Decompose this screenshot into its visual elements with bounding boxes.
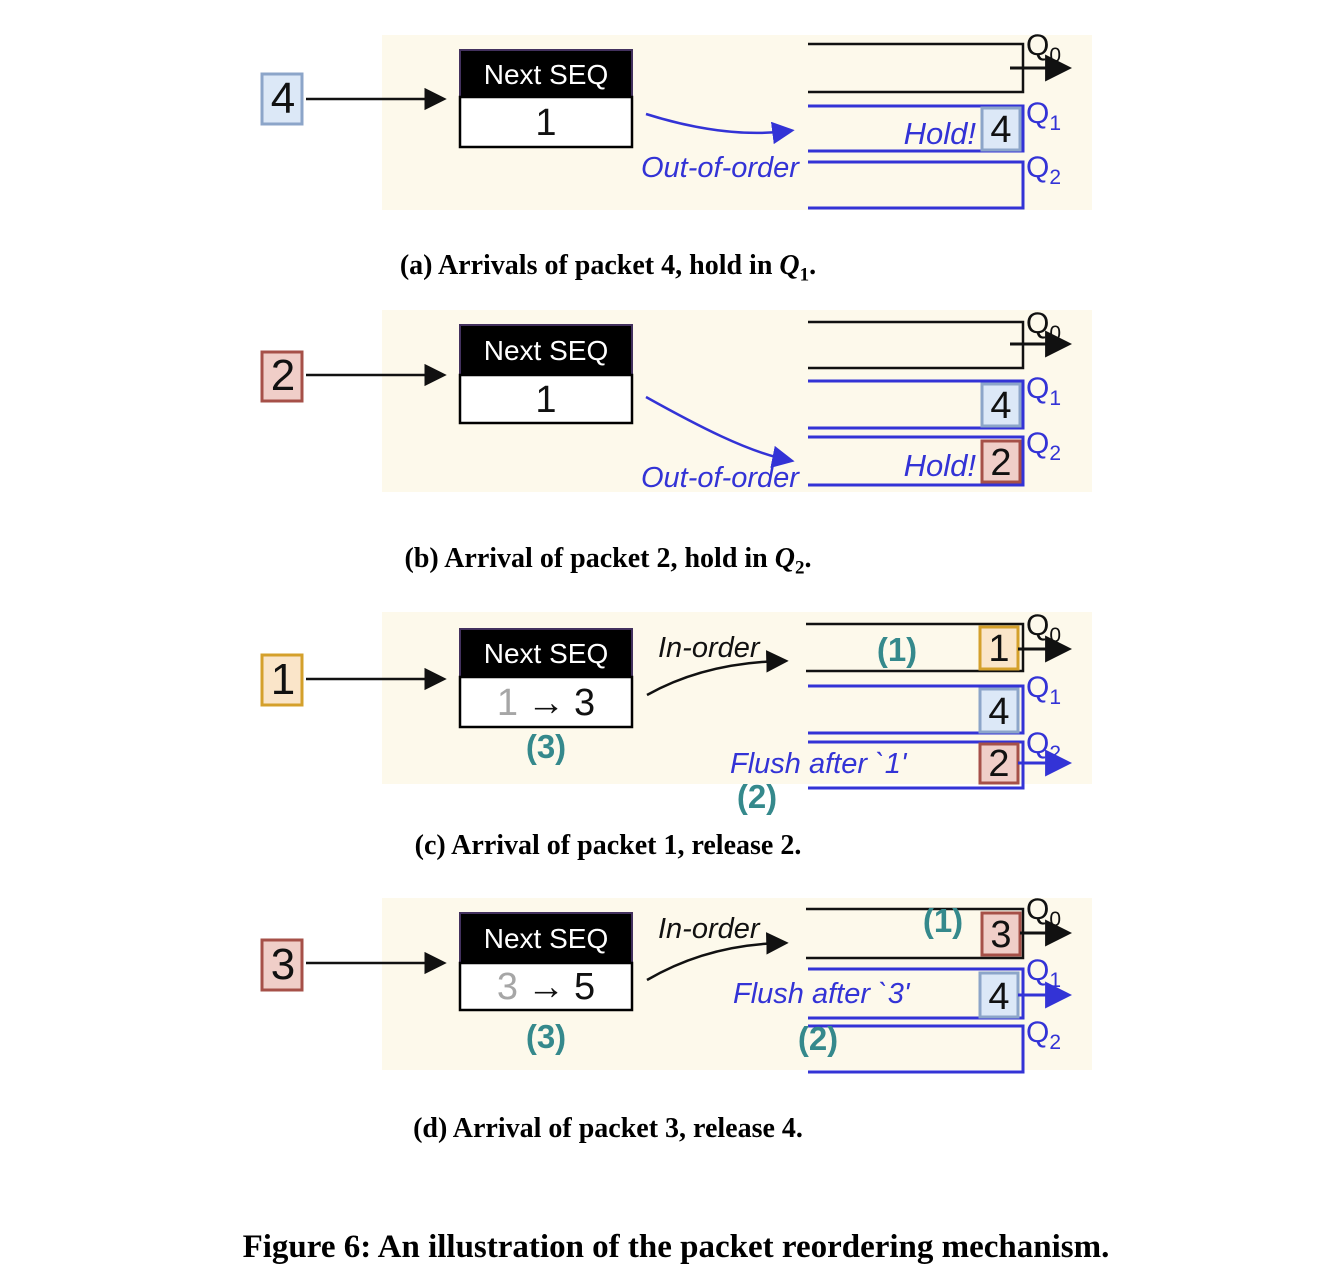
out-of-order-label: Out-of-order bbox=[641, 152, 800, 184]
q2-label: Q2 bbox=[1026, 427, 1061, 465]
next-seq-title: Next SEQ bbox=[484, 335, 608, 366]
step-2-annotation: (2) bbox=[798, 1020, 838, 1057]
svg-text:2: 2 bbox=[990, 442, 1011, 484]
next-seq-box: Next SEQ 1 bbox=[458, 49, 634, 149]
q0-label: Q0 bbox=[1026, 29, 1061, 67]
svg-text:4: 4 bbox=[988, 691, 1009, 733]
q1-label: Q1 bbox=[1026, 954, 1061, 992]
queued-packet-1 bbox=[978, 625, 1020, 671]
out-of-order-arrow bbox=[645, 112, 795, 145]
flush-label: Flush after `1' bbox=[730, 748, 908, 780]
queued-packet-2 bbox=[980, 439, 1022, 484]
q1-label: Q1 bbox=[1026, 671, 1061, 709]
step-3-annotation: (3) bbox=[526, 728, 566, 765]
q1-label: Q1 bbox=[1026, 97, 1061, 135]
incoming-packet-number: 4 bbox=[271, 74, 295, 123]
queued-packet-4 bbox=[980, 106, 1022, 152]
next-seq-title: Next SEQ bbox=[484, 59, 608, 90]
next-seq-box: Next SEQ 1 bbox=[458, 324, 634, 425]
svg-text:4: 4 bbox=[990, 385, 1011, 427]
caption-d: (d) Arrival of packet 3, release 4. bbox=[413, 1113, 803, 1144]
in-order-arrow bbox=[646, 932, 789, 982]
step-1-annotation: (1) bbox=[877, 631, 917, 668]
q0-label: Q0 bbox=[1026, 609, 1061, 647]
panel-b-diagram: 2 Next SEQ 1 Out-of-order Q0 4 Q1 Hold! … bbox=[260, 307, 1092, 494]
next-seq-value: 1 bbox=[535, 379, 556, 421]
incoming-packet: 4 bbox=[260, 72, 304, 126]
svg-text:4: 4 bbox=[988, 976, 1009, 1018]
panel-c-diagram: 1 Next SEQ 1→3 (3) In-order (1) 1 Q0 4 Q… bbox=[260, 609, 1092, 815]
queue-q0: Q0 bbox=[808, 307, 1073, 370]
hold-label: Hold! bbox=[904, 116, 977, 151]
in-order-label: In-order bbox=[658, 913, 761, 945]
q2-label: Q2 bbox=[1026, 1016, 1061, 1054]
svg-text:1: 1 bbox=[988, 628, 1009, 670]
incoming-packet: 3 bbox=[260, 938, 304, 992]
queue-q2: Hold! 2 Q2 bbox=[808, 427, 1061, 487]
incoming-packet-number: 1 bbox=[271, 655, 295, 704]
step-3-annotation: (3) bbox=[526, 1018, 566, 1055]
queue-q0: (1) 1 Q0 bbox=[806, 609, 1073, 673]
queued-packet-4 bbox=[978, 687, 1020, 734]
q0-label: Q0 bbox=[1026, 307, 1061, 345]
incoming-packet-number: 3 bbox=[271, 940, 295, 989]
q2-label: Q2 bbox=[1026, 151, 1061, 189]
incoming-packet: 1 bbox=[260, 653, 304, 707]
caption-a: (a) Arrivals of packet 4, hold in Q1. bbox=[399, 250, 817, 286]
step-1-annotation: (1) bbox=[923, 902, 963, 939]
step-2-annotation: (2) bbox=[737, 778, 777, 815]
next-seq-value: 3→5 bbox=[497, 966, 595, 1008]
queue-q1: 4 Q1 bbox=[808, 671, 1061, 735]
q0-label: Q0 bbox=[1026, 893, 1061, 931]
next-seq-title: Next SEQ bbox=[484, 923, 608, 954]
q1-label: Q1 bbox=[1026, 372, 1061, 410]
svg-text:4: 4 bbox=[990, 109, 1011, 151]
queue-q1: Hold! 4 Q1 bbox=[808, 97, 1061, 153]
panel-a-diagram: 4 Next SEQ 1 Out-of-order Q0 Hold! 4 Q1 … bbox=[260, 29, 1092, 210]
out-of-order-arrow bbox=[645, 395, 795, 468]
queue-q1: 4 Q1 bbox=[808, 372, 1061, 430]
panel-d-diagram: 3 Next SEQ 3→5 (3) In-order (1) 3 Q0 Flu… bbox=[260, 893, 1092, 1074]
queue-q2: Q2 bbox=[808, 1016, 1061, 1074]
queue-q0: (1) 3 Q0 bbox=[806, 893, 1073, 960]
in-order-label: In-order bbox=[658, 632, 761, 664]
queue-q2: Q2 bbox=[808, 151, 1061, 210]
q2-label: Q2 bbox=[1026, 727, 1061, 765]
out-of-order-label: Out-of-order bbox=[641, 462, 800, 494]
incoming-packet: 2 bbox=[260, 350, 304, 403]
queued-packet-4 bbox=[980, 382, 1022, 428]
svg-text:2: 2 bbox=[988, 743, 1009, 785]
hold-label: Hold! bbox=[904, 448, 977, 483]
queue-q0: Q0 bbox=[808, 29, 1073, 94]
caption-c: (c) Arrival of packet 1, release 2. bbox=[414, 830, 802, 861]
incoming-packet-number: 2 bbox=[271, 351, 295, 400]
next-seq-value: 1 bbox=[535, 102, 556, 144]
caption-b: (b) Arrival of packet 2, hold in Q2. bbox=[404, 543, 812, 579]
queue-q2: Flush after `1' 2 Q2 bbox=[730, 727, 1073, 790]
next-seq-box: Next SEQ 1→3 bbox=[458, 628, 634, 729]
svg-text:3: 3 bbox=[990, 914, 1011, 956]
queue-q1: Flush after `3' 4 Q1 bbox=[733, 954, 1073, 1020]
in-order-arrow bbox=[646, 650, 789, 697]
next-seq-title: Next SEQ bbox=[484, 638, 608, 669]
flush-label: Flush after `3' bbox=[733, 978, 911, 1010]
figure-caption: Figure 6: An illustration of the packet … bbox=[242, 1229, 1110, 1265]
queued-packet-4 bbox=[978, 971, 1020, 1019]
next-seq-value: 1→3 bbox=[497, 682, 595, 724]
next-seq-box: Next SEQ 3→5 bbox=[458, 912, 634, 1012]
queued-packet-2 bbox=[978, 742, 1020, 785]
